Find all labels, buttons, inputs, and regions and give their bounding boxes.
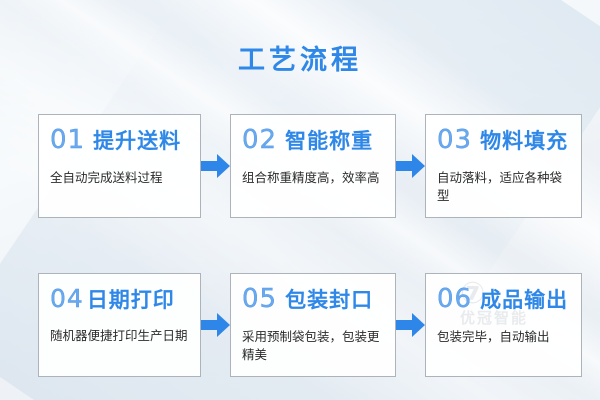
step-description-06: 包装完毕，自动输出 <box>437 329 550 344</box>
step-number-05: 05 <box>242 284 278 314</box>
step-title-02: 智能称重 <box>285 129 374 153</box>
step-title-04: 日期打印 <box>86 288 175 312</box>
arrow-step1-to-step2-icon <box>201 153 230 179</box>
step-card-02[interactable]: 02 智能称重 组合称重精度高，效率高 <box>230 114 396 218</box>
step-description-04: 随机器便捷打印生产日期 <box>50 328 188 343</box>
step-card-06-head: 06 成品输出 <box>437 286 570 312</box>
step-card-04-head: 04 日期打印 <box>50 286 189 311</box>
arrow-step5-to-step6-icon <box>396 312 425 338</box>
step-description-01: 全自动完成送料过程 <box>50 170 163 185</box>
step-card-05[interactable]: 05 包装封口 采用预制袋包装，包装更精美 <box>230 273 396 377</box>
step-description-02: 组合称重精度高，效率高 <box>242 170 380 185</box>
arrow-step4-to-step5-icon <box>201 312 230 338</box>
step-title-01: 提升送料 <box>93 129 182 153</box>
step-title-03: 物料填充 <box>480 129 569 153</box>
step-card-01-head: 01 提升送料 <box>50 127 189 153</box>
step-description-05: 采用预制袋包装，包装更精美 <box>242 329 380 363</box>
step-number-01: 01 <box>50 125 86 155</box>
page-title: 工艺流程 <box>238 45 362 76</box>
step-number-04: 04 <box>50 284 84 313</box>
step-card-02-head: 02 智能称重 <box>242 127 384 153</box>
step-number-02: 02 <box>242 125 278 155</box>
step-card-03[interactable]: 03 物料填充 自动落料，适应各种袋型 <box>425 114 582 218</box>
step-title-05: 包装封口 <box>285 288 374 312</box>
step-number-03: 03 <box>437 125 473 155</box>
flow-row-bottom: 04 日期打印 随机器便捷打印生产日期 05 包装封口 采用预制袋包装，包装更精… <box>38 273 582 377</box>
step-card-03-head: 03 物料填充 <box>437 127 570 153</box>
step-title-06: 成品输出 <box>480 288 569 312</box>
arrow-step2-to-step3-icon <box>396 153 425 179</box>
step-description-03: 自动落料，适应各种袋型 <box>437 170 563 204</box>
step-card-04[interactable]: 04 日期打印 随机器便捷打印生产日期 <box>38 273 201 377</box>
step-number-06: 06 <box>437 284 473 314</box>
step-card-06[interactable]: ⑦ 优冠智能 06 成品输出 包装完毕，自动输出 <box>425 273 582 377</box>
step-card-01[interactable]: 01 提升送料 全自动完成送料过程 <box>38 114 201 218</box>
flow-row-top: 01 提升送料 全自动完成送料过程 02 智能称重 组合称重精度高，效率高 <box>38 114 582 218</box>
step-card-05-head: 05 包装封口 <box>242 286 384 312</box>
